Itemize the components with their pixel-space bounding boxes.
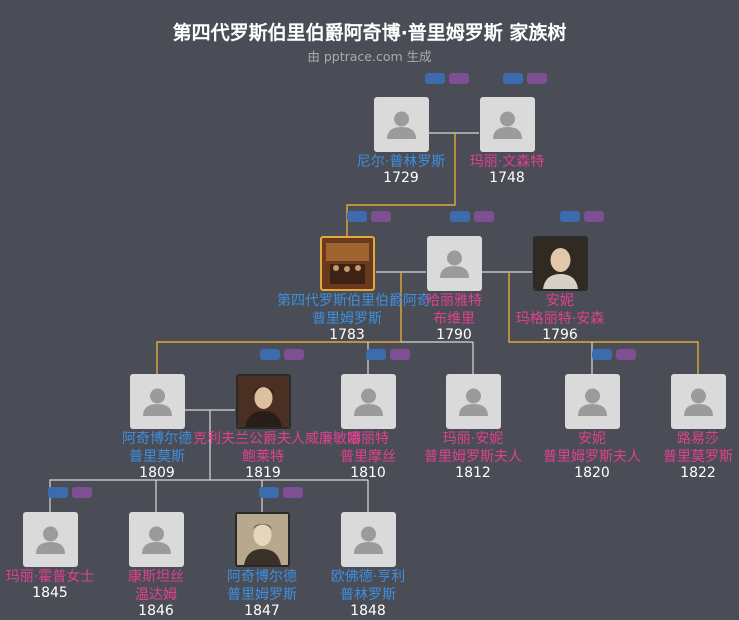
birth-year: 1729 bbox=[383, 170, 419, 186]
person-name: 路易莎 bbox=[677, 431, 719, 447]
node-tags[interactable] bbox=[592, 349, 640, 361]
person-name: 安妮 bbox=[578, 431, 606, 447]
person-name: 阿奇博尔德 bbox=[122, 431, 192, 447]
portrait-photo-icon bbox=[319, 236, 375, 291]
portrait-photo-icon bbox=[532, 236, 588, 291]
person-silhouette-icon bbox=[670, 374, 726, 429]
birth-year: 1848 bbox=[350, 603, 386, 619]
person-name: 克利夫兰公爵夫人威廉敏娜 bbox=[193, 431, 361, 447]
person-name: 玛丽·安妮 bbox=[442, 431, 504, 447]
person-name: 普林罗斯 bbox=[340, 587, 396, 603]
node-tags[interactable] bbox=[425, 73, 473, 85]
person-name: 鲍莱特 bbox=[242, 449, 284, 465]
birth-year: 1819 bbox=[245, 465, 281, 481]
birth-year: 1796 bbox=[542, 327, 578, 343]
person-silhouette-icon bbox=[479, 97, 535, 152]
birth-year: 1822 bbox=[680, 465, 716, 481]
node-tags[interactable] bbox=[366, 349, 414, 361]
person-silhouette-icon bbox=[128, 512, 184, 567]
birth-year: 1846 bbox=[138, 603, 174, 619]
node-tags[interactable] bbox=[259, 487, 307, 499]
birth-year: 1845 bbox=[32, 585, 68, 601]
person-name: 普里莫罗斯 bbox=[663, 449, 733, 465]
page-title: 第四代罗斯伯里伯爵阿奇博·普里姆罗斯 家族树 bbox=[172, 22, 567, 44]
person-name: 普里莫斯 bbox=[129, 449, 185, 465]
person-name: 玛丽·文森特 bbox=[469, 154, 545, 170]
person-name: 第四代罗斯伯里伯爵阿奇 bbox=[277, 293, 431, 309]
person-silhouette-icon bbox=[373, 97, 429, 152]
person-silhouette-icon bbox=[129, 374, 185, 429]
person-name: 哈丽特 bbox=[347, 431, 389, 447]
person-name: 普里姆罗斯夫人 bbox=[424, 449, 522, 465]
person-silhouette-icon bbox=[445, 374, 501, 429]
portrait-photo-icon bbox=[235, 374, 291, 429]
person-silhouette-icon bbox=[426, 236, 482, 291]
node-tags[interactable] bbox=[503, 73, 551, 85]
person-name: 普里姆罗斯夫人 bbox=[543, 449, 641, 465]
birth-year: 1847 bbox=[244, 603, 280, 619]
birth-year: 1820 bbox=[574, 465, 610, 481]
birth-year: 1812 bbox=[455, 465, 491, 481]
person-name: 康斯坦丝 bbox=[128, 569, 184, 585]
page-subtitle: 由 pptrace.com 生成 bbox=[307, 49, 432, 64]
person-name: 普里摩丝 bbox=[340, 449, 396, 465]
person-silhouette-icon bbox=[340, 512, 396, 567]
person-silhouette-icon bbox=[340, 374, 396, 429]
birth-year: 1748 bbox=[489, 170, 525, 186]
person-name: 普里姆罗斯 bbox=[227, 587, 297, 603]
person-name: 尼尔·普林罗斯 bbox=[356, 154, 446, 170]
birth-year: 1783 bbox=[329, 327, 365, 343]
person-silhouette-icon bbox=[22, 512, 78, 567]
person-name: 布维里 bbox=[433, 311, 475, 327]
person-silhouette-icon bbox=[564, 374, 620, 429]
person-name: 欧佛德·亨利 bbox=[330, 569, 406, 585]
node-tags[interactable] bbox=[260, 349, 308, 361]
birth-year: 1790 bbox=[436, 327, 472, 343]
birth-year: 1810 bbox=[350, 465, 386, 481]
person-name: 阿奇博尔德 bbox=[227, 569, 297, 585]
person-name: 安妮 bbox=[546, 293, 574, 309]
node-tags[interactable] bbox=[450, 211, 498, 223]
person-name: 温达姆 bbox=[135, 587, 177, 603]
person-name: 普里姆罗斯 bbox=[312, 311, 382, 327]
node-tags[interactable] bbox=[347, 211, 395, 223]
portrait-photo-icon bbox=[234, 512, 290, 567]
node-tags[interactable] bbox=[560, 211, 608, 223]
person-name: 哈丽雅特 bbox=[426, 293, 482, 309]
person-name: 玛格丽特·安森 bbox=[515, 311, 605, 327]
birth-year: 1809 bbox=[139, 465, 175, 481]
node-tags[interactable] bbox=[48, 487, 96, 499]
person-name: 玛丽·霍普女士 bbox=[5, 569, 95, 585]
